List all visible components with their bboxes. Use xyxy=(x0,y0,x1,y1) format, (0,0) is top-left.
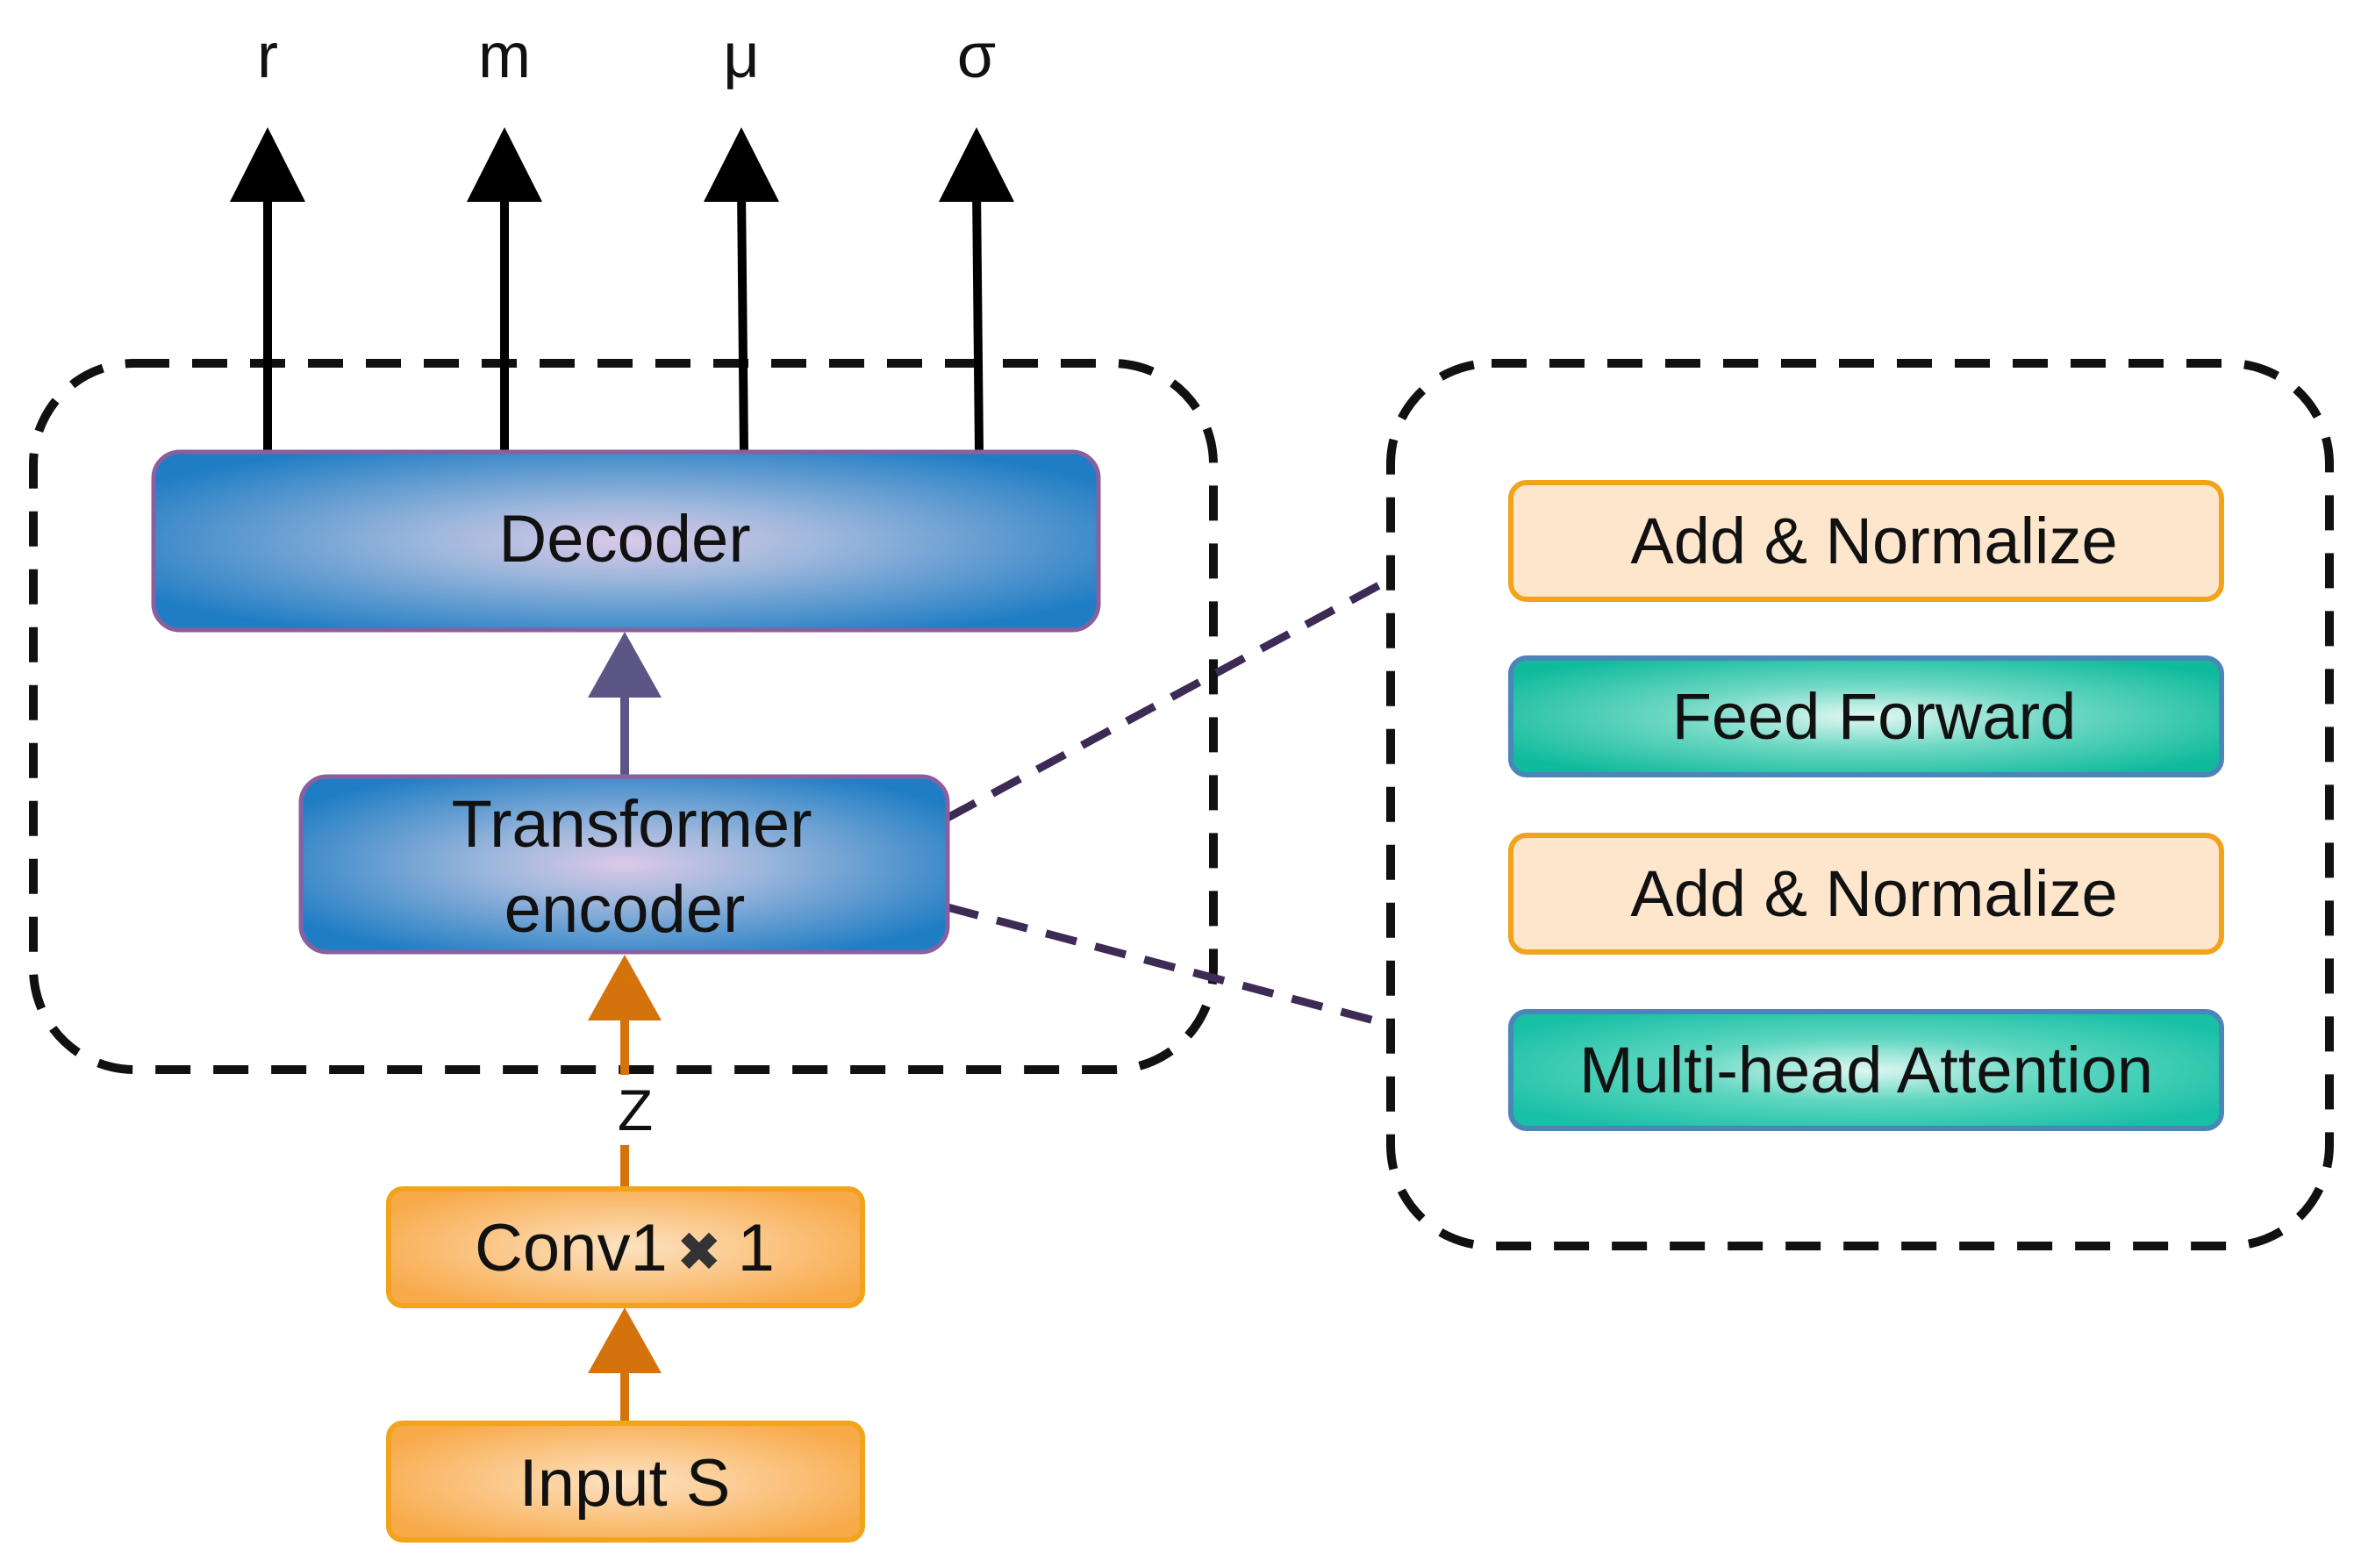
arrow-z-to-encoder xyxy=(588,955,662,1075)
layer-label-add-normalize-top: Add & Normalize xyxy=(1630,505,2117,577)
conv-label: Conv1✖1 xyxy=(475,1211,775,1285)
z-label: Z xyxy=(618,1078,653,1142)
layer-label-multi-head-attention: Multi-head Attention xyxy=(1579,1034,2153,1106)
encoder-detail-dashed-frame xyxy=(1386,359,2334,1250)
layer-label-add-normalize-bottom: Add & Normalize xyxy=(1630,857,2117,930)
detail-connector-top xyxy=(945,576,1393,821)
arrow-input-to-conv xyxy=(588,1307,662,1423)
decoder-label: Decoder xyxy=(498,502,750,576)
output-arrow-r xyxy=(230,127,305,452)
output-arrow-m xyxy=(467,127,542,452)
detail-connector-bottom xyxy=(946,903,1392,1029)
output-label-mu: μ xyxy=(723,21,759,91)
encoder-label-line2: encoder xyxy=(504,872,746,947)
layer-add-normalize-top xyxy=(1508,480,2224,602)
layer-label-feed-forward: Feed Forward xyxy=(1672,680,2077,753)
conv-block xyxy=(386,1186,865,1308)
arrow-encoder-to-decoder xyxy=(588,632,662,777)
layer-multi-head-attention xyxy=(1508,1009,2224,1131)
input-block xyxy=(386,1421,865,1543)
output-label-m: m xyxy=(478,21,531,91)
output-label-r: r xyxy=(257,21,278,91)
transformer-encoder-block xyxy=(298,774,950,955)
output-arrow-sigma xyxy=(939,127,1014,453)
output-arrow-mu xyxy=(704,127,779,453)
input-label: Input S xyxy=(519,1446,731,1521)
output-label-sigma: σ xyxy=(957,21,996,91)
layer-add-normalize-bottom xyxy=(1508,833,2224,955)
decoder-block xyxy=(151,449,1101,633)
layer-feed-forward xyxy=(1508,655,2224,777)
encoder-label-line1: Transformer xyxy=(451,787,812,862)
